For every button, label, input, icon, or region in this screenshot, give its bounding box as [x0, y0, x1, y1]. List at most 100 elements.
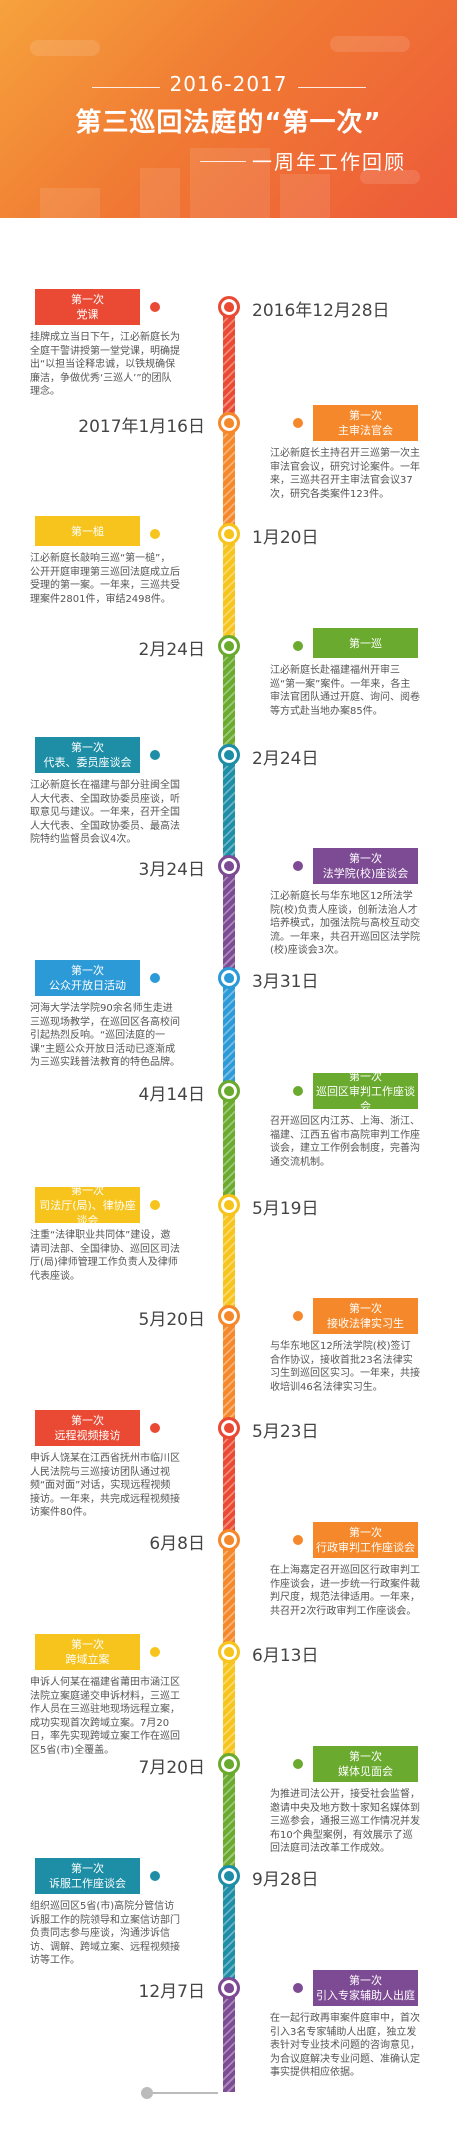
timeline-track-segment [223, 1428, 235, 1540]
timeline-track-segment [223, 866, 235, 978]
event-date: 2月24日 [252, 749, 319, 769]
event-description: 在上海嘉定召开巡回区行政审判工作座谈会，进一步统一行政案件裁判尺度，规范法律适用… [270, 1565, 420, 1617]
connector-dot [293, 1759, 303, 1769]
event-date: 6月8日 [149, 1534, 205, 1554]
event-description: 召开巡回区内江苏、上海、浙江、福建、江西五省市高院审判工作座谈会，建立工作例会制… [270, 1116, 420, 1168]
timeline-track-segment [223, 1988, 235, 2092]
building-decoration [280, 174, 330, 218]
event-tag: 第一次引入专家辅助人出庭 [313, 1970, 418, 2006]
timeline-track-segment [223, 1652, 235, 1764]
event-description: 江必新庭长在福建与部分驻闽全国人大代表、全国政协委员座谈，听取意见与建议。一年来… [30, 780, 180, 845]
connector-dot [293, 861, 303, 871]
connector-dot [150, 750, 160, 760]
event-description: 江必新庭长主持召开三巡第一次主审法官会议，研究讨论案件。一年来，三巡共召开主审法… [270, 448, 420, 500]
timeline-node [218, 1080, 240, 1102]
header-divider [298, 87, 366, 88]
timeline-node [218, 1529, 240, 1551]
event-description: 挂牌成立当日下午，江必新庭长为全庭干警讲授第一堂党课，明确提出“以担当诠释忠诚，… [30, 332, 180, 397]
event-tag-line1: 第一次 [71, 1183, 104, 1197]
event-description: 与华东地区12所法学院(校)签订合作协议，接收首批23名法律实习生到巡回区实习。… [270, 1341, 420, 1393]
header-years: 2016-2017 [169, 72, 288, 96]
timeline-track-segment [223, 1876, 235, 1988]
event-tag: 第一次代表、委员座谈会 [35, 737, 140, 773]
connector-dot [293, 1983, 303, 1993]
connector-dot [150, 302, 160, 312]
connector-dot [150, 1423, 160, 1433]
event-tag: 第一次公众开放日活动 [35, 960, 140, 996]
connector-dot [293, 1086, 303, 1096]
event-date: 3月31日 [252, 972, 319, 992]
event-description: 组织巡回区5省(市)高院分管信访诉服工作的院领导和立案信访部门负责同志参与座谈，… [30, 1901, 180, 1966]
timeline-end-dot [141, 2087, 153, 2099]
event-date: 5月20日 [138, 1310, 205, 1330]
timeline-node [218, 1865, 240, 1887]
event-tag-line2: 主审法官会 [338, 424, 393, 437]
event-tag: 第一次行政审判工作座谈会 [313, 1522, 418, 1558]
event-tag-line2: 司法厅(局)、律协座谈会 [39, 1198, 136, 1227]
event-tag-line1: 第一次 [71, 964, 104, 977]
building-decoration [40, 188, 100, 218]
timeline-track-segment [223, 534, 235, 646]
connector-dot [293, 1535, 303, 1545]
timeline-track-segment [223, 1091, 235, 1205]
timeline-node [218, 855, 240, 877]
event-tag: 第一巡 [313, 628, 418, 658]
timeline-track-segment [223, 307, 235, 423]
event-description: 江必新庭长与华东地区12所法学院(校)负责人座谈，创新法治人才培养模式，加强法院… [270, 891, 420, 956]
building-decoration [190, 148, 270, 218]
event-description: 江必新庭长赴福建福州开审三巡“第一案”案件。一年来，各主审法官团队通过开庭、询问… [270, 665, 420, 717]
timeline-track-segment [223, 1540, 235, 1652]
connector-dot [150, 1200, 160, 1210]
event-tag-line2: 法学院(校)座谈会 [322, 867, 409, 880]
connector-dot [293, 418, 303, 428]
event-tag-line2: 接收法律实习生 [327, 1317, 404, 1330]
timeline-node [218, 1194, 240, 1216]
timeline-track-segment [223, 1316, 235, 1428]
event-tag-line2: 跨域立案 [65, 1653, 110, 1666]
event-tag-line2: 诉服工作座谈会 [49, 1877, 126, 1890]
cloud-decoration [30, 40, 100, 56]
timeline-track-segment [223, 646, 235, 755]
event-tag-line1: 第一次 [71, 1414, 104, 1427]
event-tag-line2: 公众开放日活动 [49, 979, 126, 992]
event-tag-line1: 第一次 [71, 293, 104, 306]
timeline-node [218, 744, 240, 766]
event-tag-line1: 第一次 [349, 1974, 382, 1987]
event-tag-line1: 第一次 [349, 409, 382, 422]
event-tag-line1: 第一次 [71, 741, 104, 754]
event-tag-line1: 第一槌 [71, 524, 104, 538]
timeline-node [218, 1977, 240, 1999]
timeline-track-segment [223, 978, 235, 1091]
event-tag-line1: 第一次 [349, 1302, 382, 1315]
event-tag: 第一槌 [35, 516, 140, 546]
event-tag: 第一次党课 [35, 289, 140, 325]
connector-dot [150, 1647, 160, 1657]
event-tag-line2: 远程视频接访 [54, 1429, 121, 1442]
event-tag: 第一次媒体见面会 [313, 1746, 418, 1782]
timeline-node [218, 523, 240, 545]
header-banner: 2016-2017 第三巡回法庭的“第一次” 一周年工作回顾 [0, 0, 457, 218]
timeline-track-segment [223, 755, 235, 866]
event-date: 1月20日 [252, 528, 319, 548]
event-tag: 第一次接收法律实习生 [313, 1298, 418, 1334]
event-date: 7月20日 [138, 1758, 205, 1778]
event-description: 为推进司法公开，接受社会监督，邀请中央及地方数十家知名媒体到三巡参会，通报三巡工… [270, 1789, 420, 1854]
timeline-node [218, 1417, 240, 1439]
timeline-node [218, 1641, 240, 1663]
connector-dot [150, 973, 160, 983]
timeline-node [218, 635, 240, 657]
event-description: 在一起行政再审案件庭审中，首次引入3名专家辅助人出庭，独立发表针对专业技术问题的… [270, 2013, 420, 2078]
event-date: 3月24日 [138, 860, 205, 880]
event-date: 5月19日 [252, 1199, 319, 1219]
event-date: 4月14日 [138, 1085, 205, 1105]
event-tag-line1: 第一次 [349, 1750, 382, 1763]
event-description: 江必新庭长敲响三巡“第一槌”，公开开庭审理第三巡回法庭成立后受理的第一案。一年来… [30, 553, 180, 605]
timeline-track-segment [223, 1205, 235, 1316]
cloud-decoration [360, 170, 420, 184]
event-tag-line1: 第一次 [71, 1638, 104, 1651]
event-tag-line1: 第一次 [71, 1862, 104, 1875]
connector-dot [150, 1871, 160, 1881]
timeline-end-line [148, 2092, 218, 2094]
event-tag-line2: 行政审判工作座谈会 [316, 1541, 415, 1554]
event-tag-line1: 第一次 [349, 1069, 382, 1083]
